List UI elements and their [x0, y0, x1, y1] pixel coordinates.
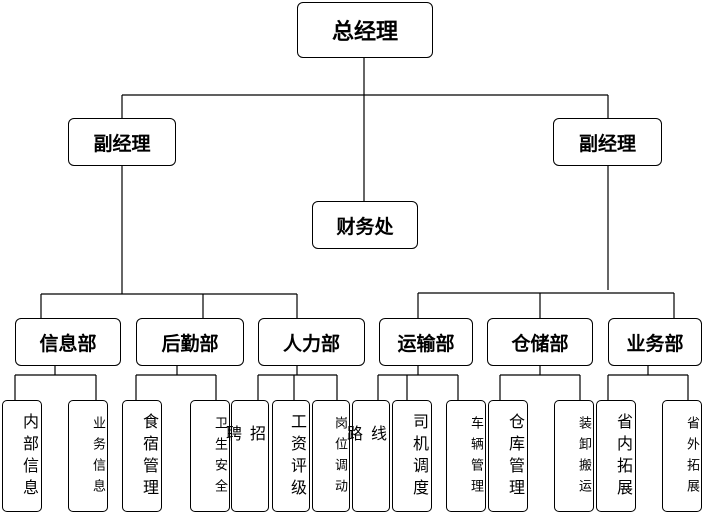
unit-food-lodging-label: 食宿管理 — [140, 413, 159, 501]
unit-hygiene-safety: 卫生安全 — [190, 400, 230, 512]
dept-warehouse-label: 仓储部 — [511, 332, 569, 355]
unit-driver-dispatch: 司机调度 — [392, 400, 432, 512]
deputy-manager-right-node: 副经理 — [553, 118, 662, 166]
unit-driver-dispatch-label: 司机调度 — [410, 413, 429, 501]
deputy-manager-right-label: 副经理 — [578, 132, 636, 155]
unit-loading-handling: 装卸搬运 — [554, 400, 594, 512]
dept-hr: 人力部 — [258, 318, 365, 366]
finance-office-label: 财务处 — [336, 215, 394, 238]
unit-in-province-label: 省内拓展 — [614, 413, 633, 501]
unit-warehouse-management: 仓库管理 — [488, 400, 528, 512]
dept-transport: 运输部 — [379, 318, 473, 366]
unit-food-lodging: 食宿管理 — [122, 400, 162, 512]
unit-job-transfer: 岗位调动 — [312, 400, 350, 512]
deputy-manager-left-node: 副经理 — [68, 118, 176, 166]
unit-internal-info: 内部信息 — [2, 400, 42, 512]
unit-salary-grading: 工资评级 — [272, 400, 310, 512]
unit-internal-info-label: 内部信息 — [20, 413, 39, 501]
unit-recruitment-label: 招聘 — [223, 425, 266, 489]
finance-office-node: 财务处 — [312, 201, 418, 249]
dept-info-label: 信息部 — [39, 332, 97, 355]
unit-vehicle-management-label: 车辆管理 — [468, 416, 483, 500]
dept-hr-label: 人力部 — [282, 332, 340, 355]
unit-business-info: 业务信息 — [68, 400, 108, 512]
general-manager-label: 总经理 — [331, 20, 398, 45]
unit-business-info-label: 业务信息 — [90, 416, 105, 500]
unit-vehicle-management: 车辆管理 — [446, 400, 486, 512]
unit-salary-grading-label: 工资评级 — [288, 413, 307, 501]
unit-warehouse-management-label: 仓库管理 — [506, 413, 525, 501]
unit-out-province: 省外拓展 — [662, 400, 702, 512]
dept-logistics-label: 后勤部 — [161, 332, 219, 355]
general-manager-node: 总经理 — [297, 2, 433, 58]
unit-in-province: 省内拓展 — [596, 400, 636, 512]
dept-business-label: 业务部 — [626, 332, 684, 355]
dept-warehouse: 仓储部 — [487, 318, 593, 366]
dept-info: 信息部 — [15, 318, 121, 366]
unit-hygiene-safety-label: 卫生安全 — [212, 416, 227, 500]
dept-business: 业务部 — [608, 318, 702, 366]
unit-recruitment: 招聘 — [223, 400, 269, 512]
unit-routes-label: 线路 — [344, 425, 387, 489]
unit-loading-handling-label: 装卸搬运 — [576, 416, 591, 500]
dept-transport-label: 运输部 — [397, 332, 455, 355]
unit-job-transfer-label: 岗位调动 — [332, 416, 347, 500]
unit-routes: 线路 — [344, 400, 390, 512]
unit-out-province-label: 省外拓展 — [684, 416, 699, 500]
dept-logistics: 后勤部 — [136, 318, 244, 366]
deputy-manager-left-label: 副经理 — [93, 132, 151, 155]
